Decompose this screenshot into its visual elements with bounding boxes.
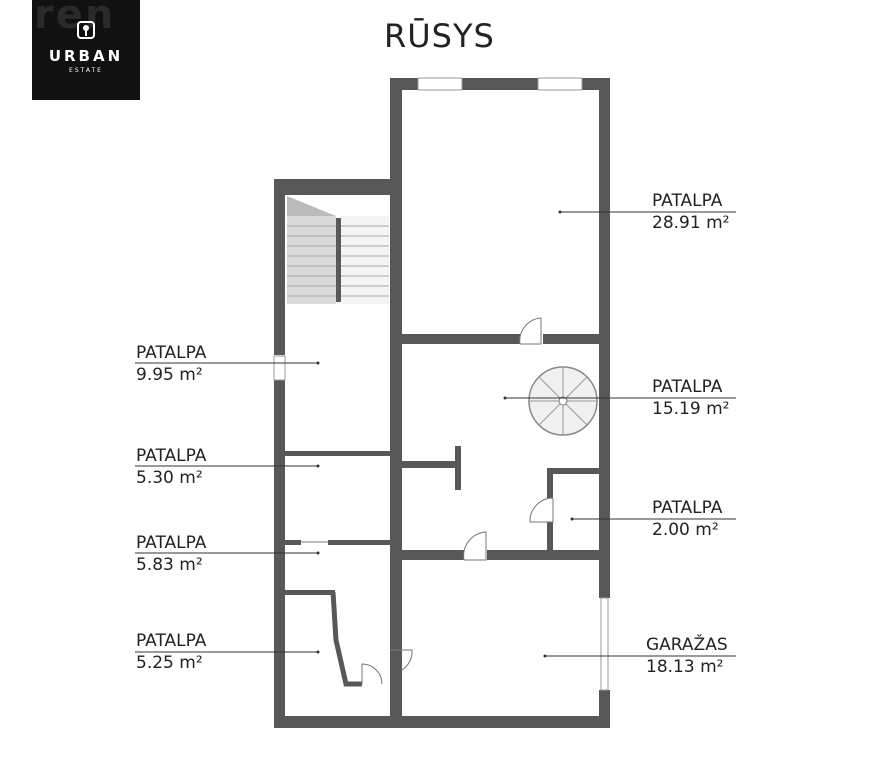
room-area: 5.30 m² xyxy=(136,468,203,488)
wall-left-top xyxy=(274,179,402,191)
urban-estate-logo: ren URBAN ESTATE xyxy=(32,0,140,100)
room-label-1: PATALPA 28.91 m² xyxy=(652,190,729,234)
room-area: 18.13 m² xyxy=(646,657,724,677)
wall-small-room-top xyxy=(547,468,603,474)
room-area: 5.83 m² xyxy=(136,555,203,575)
room-name: PATALPA xyxy=(652,498,723,518)
room-area: 15.19 m² xyxy=(652,399,730,419)
room-name: PATALPA xyxy=(652,377,723,397)
room-name: PATALPA xyxy=(136,533,207,553)
window-top-1 xyxy=(417,77,463,91)
wall-left xyxy=(274,179,285,355)
room-name: PATALPA xyxy=(136,631,207,651)
door-1 xyxy=(519,317,542,345)
leader-lines xyxy=(135,211,736,657)
wall-middle-vertical xyxy=(390,78,402,728)
window-left xyxy=(273,355,286,381)
wall-small-room-left xyxy=(547,468,553,498)
wall-small-room-left-b xyxy=(547,522,553,552)
door-2 xyxy=(463,531,487,561)
room-name: PATALPA xyxy=(136,446,207,466)
door-4 xyxy=(390,649,413,671)
key-icon xyxy=(77,21,95,39)
windows xyxy=(273,77,609,691)
wall-stair-frame xyxy=(285,191,390,195)
room-label-3: PATALPA 2.00 m² xyxy=(652,497,722,541)
wall-partition-1b xyxy=(543,334,603,344)
logo-background-text: ren xyxy=(34,0,116,38)
door-3 xyxy=(529,497,554,523)
wall-partition-garage-b xyxy=(487,550,603,560)
wall-diagonal xyxy=(330,591,362,687)
room-name: PATALPA xyxy=(136,343,207,363)
room-label-8: PATALPA 5.25 m² xyxy=(136,630,206,674)
page-title: RŪSYS xyxy=(384,17,495,55)
room-name: PATALPA xyxy=(652,191,723,211)
wall-left-partition-1 xyxy=(285,451,390,456)
wall-t-vertical xyxy=(455,446,461,490)
wall-right xyxy=(599,78,610,598)
room-label-6: PATALPA 5.30 m² xyxy=(136,445,206,489)
staircase xyxy=(287,196,389,304)
garage-door xyxy=(600,597,609,691)
walls xyxy=(274,78,610,728)
wall-left-partition-2a xyxy=(285,540,301,545)
room-label-7: PATALPA 5.83 m² xyxy=(136,532,206,576)
door-5 xyxy=(361,663,383,685)
room-area: 5.25 m² xyxy=(136,653,203,673)
wall-partition-garage xyxy=(402,550,464,560)
wall-bottom xyxy=(274,716,610,728)
wall-stair-rail xyxy=(336,218,341,302)
logo-subword: ESTATE xyxy=(69,67,103,74)
window-top-2 xyxy=(537,77,583,91)
room-label-4: GARAŽAS 18.13 m² xyxy=(646,634,728,678)
wall-right-lower xyxy=(599,690,610,728)
wall-left-partition-3 xyxy=(285,590,335,595)
doors xyxy=(301,317,554,685)
room-label-2: PATALPA 15.19 m² xyxy=(652,376,729,420)
room-area: 2.00 m² xyxy=(652,520,719,540)
wall-t-horizontal xyxy=(402,461,458,468)
logo-word: URBAN xyxy=(48,47,124,65)
wall-partition-1 xyxy=(402,334,520,344)
leader-dots xyxy=(316,210,574,658)
room-name: GARAŽAS xyxy=(646,635,728,655)
spiral-staircase xyxy=(528,366,598,436)
room-area: 9.95 m² xyxy=(136,365,203,385)
room-area: 28.91 m² xyxy=(652,213,730,233)
wall-left-lower xyxy=(274,380,285,728)
wall-left-partition-2b xyxy=(328,540,390,545)
room-label-5: PATALPA 9.95 m² xyxy=(136,342,206,386)
